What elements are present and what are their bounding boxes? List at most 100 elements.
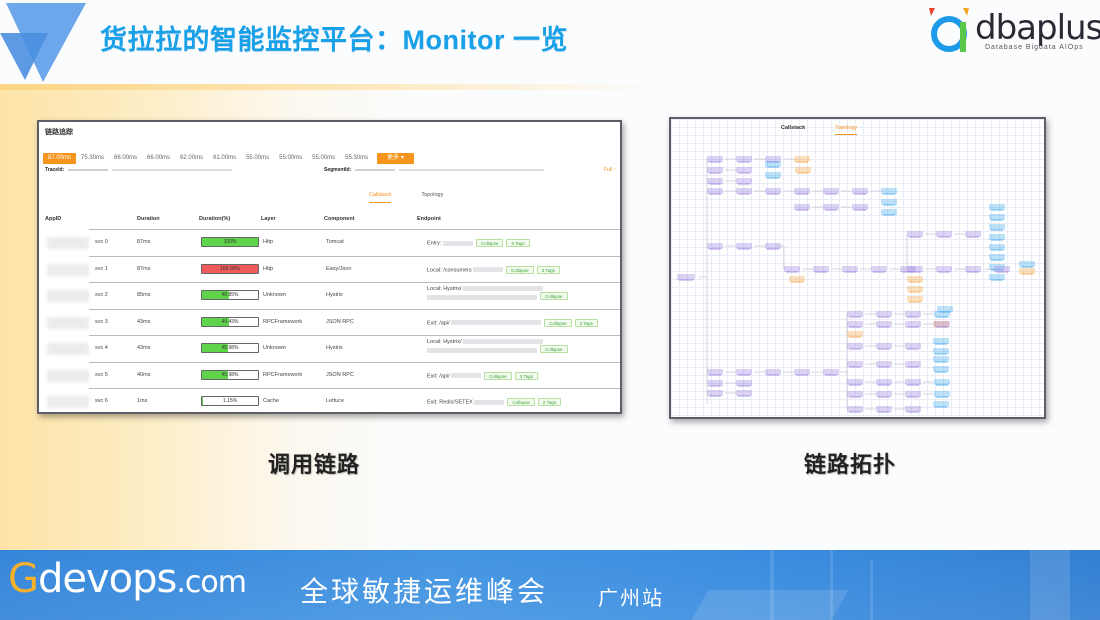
tab-callstack[interactable]: Callstack [369, 192, 392, 203]
topology-node[interactable] [900, 266, 916, 272]
topology-node[interactable] [823, 369, 839, 375]
tab-topology[interactable]: Topology [421, 192, 444, 198]
topology-node[interactable] [937, 306, 953, 312]
topology-node[interactable] [765, 243, 781, 249]
topology-node[interactable] [907, 296, 923, 302]
topology-node[interactable] [677, 274, 695, 280]
topology-node[interactable] [1019, 261, 1035, 267]
topology-node[interactable] [876, 343, 892, 349]
topology-node[interactable] [765, 156, 781, 162]
topology-node[interactable] [994, 266, 1010, 272]
topology-node[interactable] [934, 311, 950, 317]
topology-graph[interactable] [671, 119, 1044, 417]
endpoint-pill[interactable]: 3 Tags [536, 265, 560, 274]
topology-node[interactable] [847, 311, 863, 317]
table-row[interactable]: svc 0 87ms 100% Http Tomcat Entry: Colla… [89, 229, 620, 255]
topology-node[interactable] [907, 231, 923, 237]
topology-node[interactable] [989, 274, 1005, 280]
endpoint-pill[interactable]: 3 Tags [506, 239, 530, 247]
duration-chip[interactable]: 66.00ms [147, 154, 171, 161]
topology-node[interactable] [907, 266, 923, 272]
topology-node[interactable] [823, 188, 839, 194]
topology-node[interactable] [736, 167, 752, 173]
table-row[interactable]: svc 4 43ms 45.98% Unknown Hystrix Local:… [89, 335, 620, 361]
topology-node[interactable] [736, 390, 752, 396]
topology-node[interactable] [989, 234, 1005, 240]
topology-node[interactable] [881, 209, 897, 215]
duration-chip[interactable]: 55.00ms [279, 154, 303, 161]
topology-node[interactable] [852, 188, 868, 194]
topology-node[interactable] [905, 311, 921, 317]
topology-node[interactable] [933, 401, 949, 407]
topology-node[interactable] [707, 156, 723, 162]
endpoint-pill[interactable]: Collapse [544, 318, 572, 327]
topology-node[interactable] [1019, 268, 1035, 274]
topology-node[interactable] [795, 167, 811, 173]
topology-node[interactable] [707, 167, 723, 173]
duration-chip[interactable]: 55.00ms [312, 154, 336, 161]
topology-node[interactable] [905, 379, 921, 385]
topology-node[interactable] [736, 243, 752, 249]
topology-node[interactable] [765, 369, 781, 375]
tab-callstack[interactable]: Callstack [781, 125, 806, 131]
topology-node[interactable] [989, 204, 1005, 210]
topology-node[interactable] [823, 204, 839, 210]
duration-chip[interactable]: 62.00ms [180, 154, 204, 161]
topology-node[interactable] [852, 204, 868, 210]
topology-node[interactable] [847, 343, 863, 349]
topology-node[interactable] [907, 286, 923, 292]
topology-node[interactable] [965, 231, 981, 237]
topology-node[interactable] [765, 188, 781, 194]
topology-node[interactable] [881, 188, 897, 194]
duration-chip[interactable]: 61.00ms [213, 154, 237, 161]
topology-node[interactable] [794, 188, 810, 194]
endpoint-pill[interactable]: Collapse [484, 371, 512, 380]
topology-node[interactable] [736, 178, 752, 184]
topology-node[interactable] [907, 276, 923, 282]
topology-node[interactable] [905, 391, 921, 397]
topology-node[interactable] [934, 321, 950, 327]
topology-node[interactable] [794, 204, 810, 210]
topology-node[interactable] [765, 172, 781, 178]
topology-node[interactable] [989, 224, 1005, 230]
topology-node[interactable] [707, 243, 723, 249]
topology-node[interactable] [989, 244, 1005, 250]
topology-node[interactable] [813, 266, 829, 272]
topology-node[interactable] [847, 406, 863, 412]
topology-node[interactable] [784, 266, 800, 272]
topology-node[interactable] [936, 266, 952, 272]
topology-node[interactable] [871, 266, 887, 272]
topology-node[interactable] [736, 369, 752, 375]
endpoint-pill[interactable]: 2 Tags [537, 398, 562, 406]
endpoint-pill[interactable]: 3 Tags [514, 371, 538, 380]
table-row[interactable]: svc 3 43ms 49.43% RPCFramework JSON RPC … [89, 308, 620, 335]
tab-topology[interactable]: Topology [835, 125, 858, 135]
endpoint-pill[interactable]: Collapse [540, 345, 568, 353]
topology-node[interactable] [876, 321, 892, 327]
endpoint-pill[interactable]: Collapse [507, 398, 535, 406]
duration-chip[interactable]: 55.30ms [345, 154, 369, 161]
topology-node[interactable] [707, 380, 723, 386]
topology-node[interactable] [933, 366, 949, 372]
topology-node[interactable] [794, 369, 810, 375]
topology-node[interactable] [847, 391, 863, 397]
endpoint-pill[interactable]: 3 Tags [574, 318, 598, 327]
topology-node[interactable] [933, 338, 949, 344]
topology-node[interactable] [876, 379, 892, 385]
topology-node[interactable] [876, 311, 892, 317]
topology-node[interactable] [765, 161, 781, 167]
topology-node[interactable] [847, 331, 863, 337]
topology-node[interactable] [905, 321, 921, 327]
topology-node[interactable] [847, 379, 863, 385]
topology-node[interactable] [934, 391, 950, 397]
topology-node[interactable] [933, 348, 949, 354]
topology-node[interactable] [847, 361, 863, 367]
table-row[interactable]: svc 2 85ms 48.85% Unknown Hystrix Local:… [89, 282, 620, 308]
full-link[interactable]: Full ↑ [604, 167, 616, 173]
topology-node[interactable] [736, 188, 752, 194]
table-row[interactable]: svc 5 40ms 45.98% RPCFramework JSON RPC … [89, 361, 620, 388]
endpoint-pill[interactable]: Collapse [475, 239, 504, 247]
topology-node[interactable] [707, 390, 723, 396]
topology-node[interactable] [707, 188, 723, 194]
topology-node[interactable] [876, 361, 892, 367]
